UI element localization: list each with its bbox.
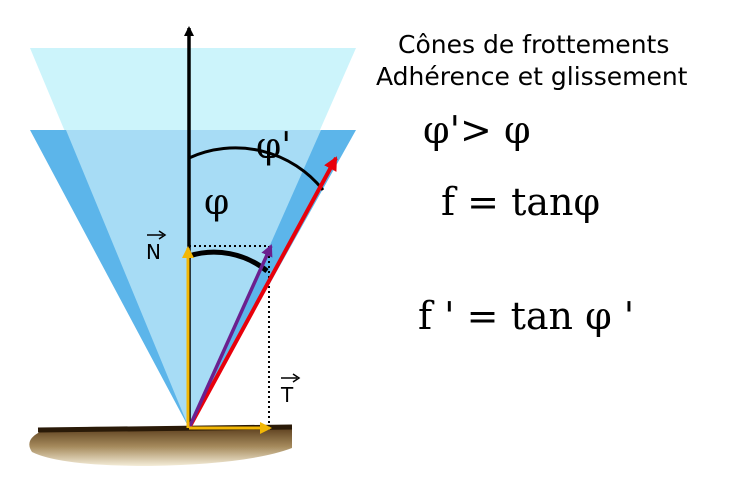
sliding-coefficient-formula: f ' = tan φ ' [418,294,635,338]
ground-block [29,426,292,466]
normal-vector-label: N [146,240,161,264]
phi-arc [188,249,269,273]
diagram-title-line-1: Cônes de frottements [398,30,670,59]
phi-prime-label: φ' [256,126,291,167]
adherence-cone [66,130,321,428]
phi-label: φ [204,182,229,223]
phi-prime-arc [188,146,325,191]
tangential-vector-label: T [280,383,294,407]
angle-inequality: φ'> φ [423,108,531,152]
adherence-resultant-arrow [187,244,273,429]
tangential-vector-overarrow-head [292,373,301,383]
adherence-coefficient-formula: f = tanφ [441,180,601,224]
diagram-title-line-2: Adhérence et glissement [376,62,688,91]
sliding-resultant-arrow [187,156,338,429]
normal-vector-overarrow-head [158,230,167,240]
